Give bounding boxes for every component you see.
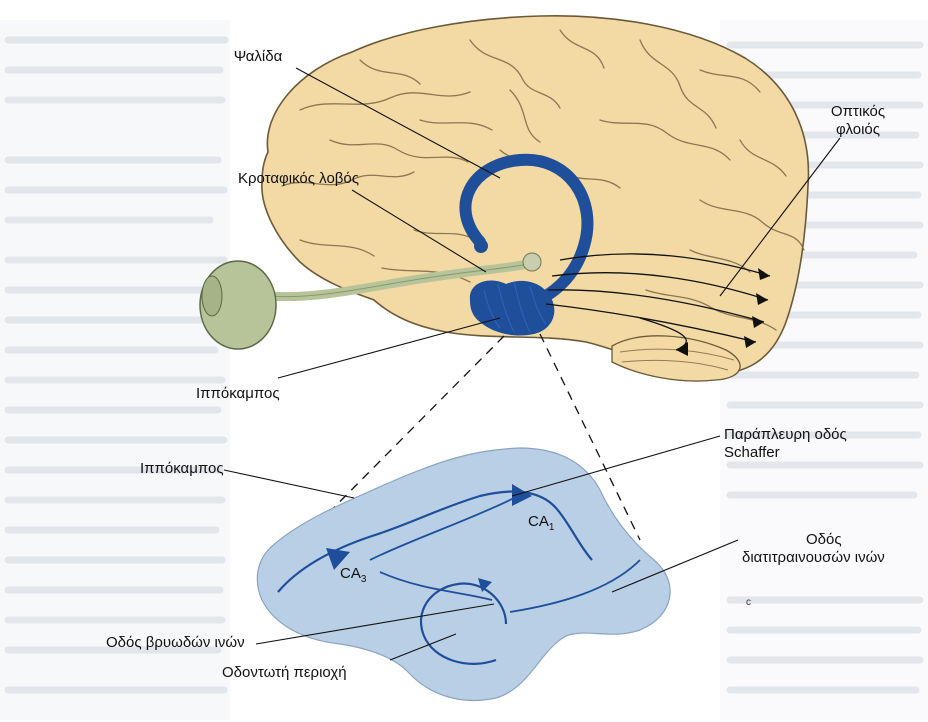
mossy-fiber-label: Οδός βρυωδών ινών [106,634,245,652]
hippocampus-lower-label: Ιππόκαμπος [140,460,224,478]
schaffer-label-line2: Schaffer [724,444,780,462]
dentate-gyrus-label: Οδοντωτή περιοχή [222,664,347,682]
schaffer-label-line1: Παράπλευρη οδός [724,426,847,444]
visual-cortex-label-line1: Οπτικός [831,103,885,121]
optic-chiasm [523,253,541,271]
visual-cortex-label-line2: φλοιός [836,121,880,139]
fornix-label: Ψαλίδα [234,48,283,66]
perforant-path-label-line1: Οδός [806,531,842,549]
perforant-path-label-line2: διατιτραινουσών ινών [742,549,885,567]
stray-mark: c [746,597,751,608]
fornix-end [474,239,488,253]
hippocampus-upper-label: Ιππόκαμπος [196,385,280,403]
hippocampus-slice-inset: CA1 CA3 [257,448,670,700]
temporal-lobe-label: Κροταφικός λοβός [238,170,359,188]
